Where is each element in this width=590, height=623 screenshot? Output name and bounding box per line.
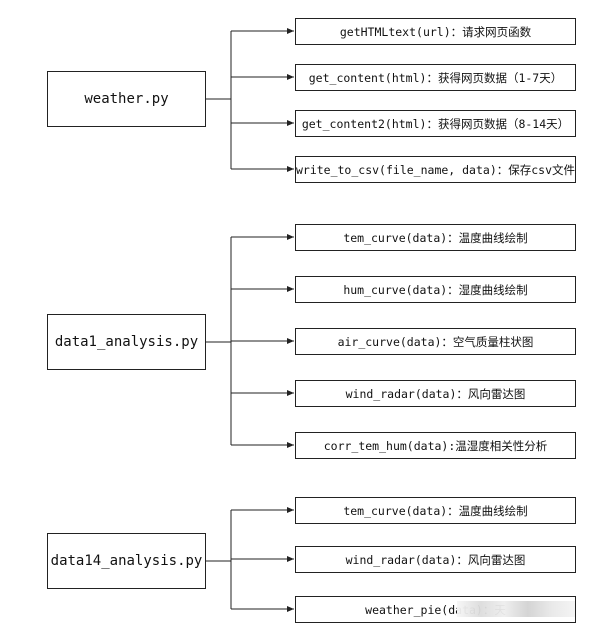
function-box-tem-curve-14: tem_curve(data)：温度曲线绘制 bbox=[295, 497, 576, 524]
connector-lines bbox=[206, 28, 294, 612]
function-box-write-to-csv: write_to_csv(file_name, data)：保存csv文件 bbox=[295, 156, 576, 183]
module-box-data1-analysis: data1_analysis.py bbox=[47, 314, 206, 370]
function-box-tem-curve: tem_curve(data)：温度曲线绘制 bbox=[295, 224, 576, 251]
function-box-get-content2: get_content2(html)：获得网页数据（8-14天） bbox=[295, 110, 576, 137]
function-box-wind-radar: wind_radar(data)：风向雷达图 bbox=[295, 380, 576, 407]
module-box-data14-analysis: data14_analysis.py bbox=[47, 533, 206, 589]
function-box-hum-curve: hum_curve(data)：湿度曲线绘制 bbox=[295, 276, 576, 303]
watermark-blur bbox=[457, 601, 575, 617]
module-box-weather: weather.py bbox=[47, 71, 206, 127]
function-box-air-curve: air_curve(data)：空气质量柱状图 bbox=[295, 328, 576, 355]
function-box-gethtmltext: getHTMLtext(url)：请求网页函数 bbox=[295, 18, 576, 45]
function-box-corr-tem-hum: corr_tem_hum(data):温湿度相关性分析 bbox=[295, 432, 576, 459]
function-box-get-content: get_content(html)：获得网页数据（1-7天） bbox=[295, 64, 576, 91]
function-box-wind-radar-14: wind_radar(data)：风向雷达图 bbox=[295, 546, 576, 573]
